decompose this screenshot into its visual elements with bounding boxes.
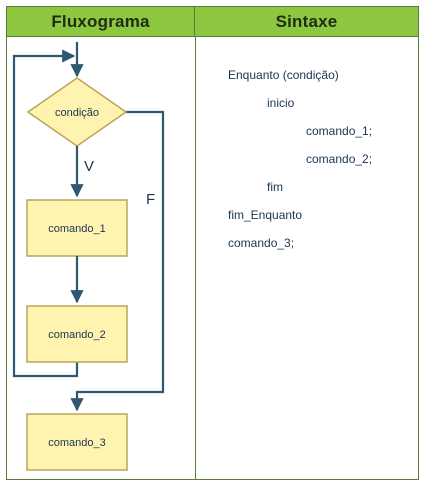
decision-label: condição bbox=[55, 107, 99, 119]
syntax-line-end-while: fim_Enquanto bbox=[228, 208, 303, 222]
syntax-line-command-3: comando_3; bbox=[228, 236, 295, 250]
false-branch-line bbox=[70, 110, 165, 412]
command-3-box bbox=[26, 413, 128, 471]
syntax-line-command-1: comando_1; bbox=[306, 124, 373, 138]
flowchart-column-header: Fluxograma bbox=[7, 7, 195, 37]
syntax-line-end: fim bbox=[267, 180, 283, 194]
command-2-box bbox=[26, 305, 128, 363]
command-2-label: comando_2 bbox=[48, 329, 106, 341]
loop-back-line bbox=[12, 49, 79, 378]
syntax-column-header: Sintaxe bbox=[195, 7, 418, 37]
true-label: V bbox=[84, 158, 94, 175]
syntax-line-begin: inicio bbox=[267, 96, 295, 110]
false-label: F bbox=[146, 191, 155, 208]
command-3-label: comando_3 bbox=[48, 437, 106, 449]
command-1-label: comando_1 bbox=[48, 223, 106, 235]
column-divider bbox=[195, 37, 196, 479]
syntax-line-while: Enquanto (condição) bbox=[228, 68, 339, 82]
syntax-line-command-2: comando_2; bbox=[306, 152, 373, 166]
